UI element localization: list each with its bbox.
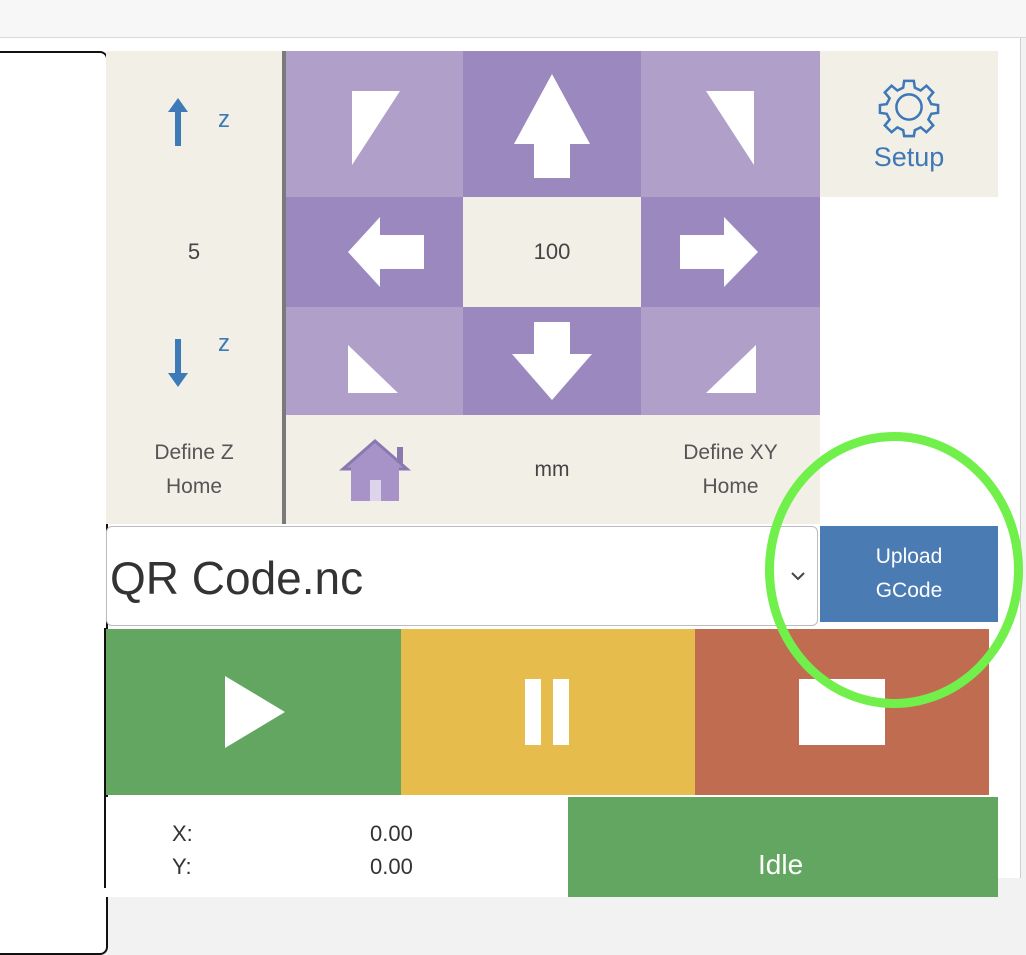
jog-down-left-button[interactable] bbox=[286, 307, 463, 415]
home-icon bbox=[338, 438, 411, 501]
define-xy-home-button[interactable]: Define XY Home bbox=[641, 415, 820, 524]
upload-gcode-button[interactable]: Upload GCode bbox=[820, 526, 998, 622]
z-down-button[interactable]: z bbox=[106, 307, 282, 415]
arrow-right-icon bbox=[679, 217, 758, 287]
pause-button[interactable] bbox=[401, 629, 695, 795]
units-label: mm bbox=[463, 415, 641, 524]
z-step-value: 5 bbox=[187, 239, 201, 264]
coord-y-value: 0.00 bbox=[370, 854, 413, 879]
selected-file-name: QR Code.nc bbox=[110, 552, 364, 604]
arrow-down-right-icon bbox=[705, 345, 756, 393]
left-panel-border bbox=[104, 628, 106, 888]
jog-down-right-button[interactable] bbox=[641, 307, 820, 415]
stop-button[interactable] bbox=[695, 629, 989, 795]
arrow-up-icon bbox=[514, 74, 590, 178]
chevron-down-icon bbox=[791, 572, 805, 581]
arrow-up-icon bbox=[168, 98, 188, 146]
arrow-down-left-icon bbox=[347, 345, 398, 393]
coord-x-value: 0.00 bbox=[370, 821, 413, 846]
left-panel bbox=[0, 51, 108, 955]
machine-status: Idle bbox=[568, 797, 998, 897]
status-text: Idle bbox=[758, 849, 804, 880]
play-icon bbox=[224, 676, 285, 748]
gear-icon bbox=[878, 79, 940, 137]
pause-icon bbox=[525, 679, 569, 745]
position-readout: X: 0.00 Y: 0.00 bbox=[106, 797, 568, 897]
z-control-column bbox=[106, 51, 282, 524]
z-up-button[interactable]: z bbox=[106, 51, 282, 197]
column-separator bbox=[282, 51, 286, 524]
arrow-down-icon bbox=[168, 339, 188, 387]
jog-right-button[interactable] bbox=[641, 197, 820, 307]
setup-button[interactable]: Setup bbox=[820, 51, 998, 197]
z-up-label: z bbox=[218, 106, 230, 133]
define-z-home-button[interactable]: Define Z Home bbox=[154, 440, 234, 498]
arrow-up-left-icon bbox=[351, 91, 400, 165]
home-button[interactable] bbox=[286, 415, 463, 524]
jog-up-button[interactable] bbox=[463, 51, 641, 197]
coord-y-label: Y: bbox=[172, 854, 192, 879]
z-down-label: z bbox=[218, 330, 230, 357]
play-button[interactable] bbox=[106, 629, 401, 795]
arrow-left-icon bbox=[347, 217, 424, 287]
stop-icon bbox=[799, 679, 885, 745]
arrow-up-right-icon bbox=[705, 91, 754, 165]
jog-up-left-button[interactable] bbox=[286, 51, 463, 197]
jog-left-button[interactable] bbox=[286, 197, 463, 307]
gcode-file-select[interactable]: QR Code.nc bbox=[106, 526, 818, 626]
browser-top-bar bbox=[0, 0, 1026, 38]
coord-x-label: X: bbox=[172, 821, 193, 846]
jog-down-button[interactable] bbox=[463, 307, 641, 415]
jog-up-right-button[interactable] bbox=[641, 51, 820, 197]
xy-step-value: 100 bbox=[463, 197, 641, 307]
arrow-down-icon bbox=[512, 322, 592, 400]
